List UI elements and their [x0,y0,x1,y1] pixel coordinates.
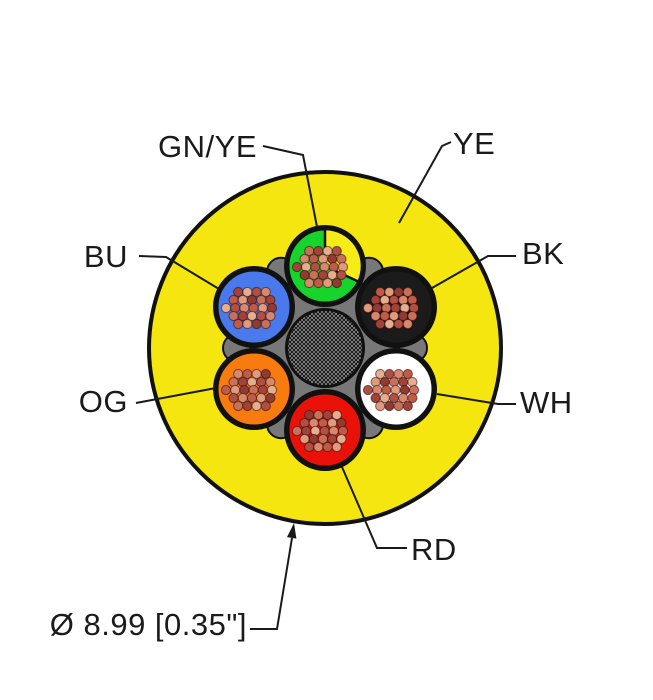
conductor-og [215,350,293,428]
copper-strand [362,384,374,396]
copper-strand [260,400,271,412]
label-wh: WH [520,385,573,420]
leader-lines [135,141,516,630]
copper-strand [402,286,413,298]
copper-strand [304,277,315,289]
copper-strand [402,400,413,412]
copper-strand [322,277,333,289]
copper-strands [220,286,278,330]
copper-strand [362,302,374,314]
leader-line-bk [431,255,516,289]
label-ye: YE [453,126,496,161]
copper-strands [362,368,420,412]
copper-strand [331,409,342,421]
copper-strand [251,318,262,330]
copper-strand [233,400,244,412]
label-gnye: GN/YE [158,129,257,164]
dimension-arrowhead [287,523,297,539]
copper-strand [291,425,303,437]
copper-strand [291,261,303,273]
copper-strand [336,269,347,281]
copper-strand [384,400,395,412]
copper-strand [375,318,386,330]
copper-strand [220,384,232,396]
copper-strands [291,409,349,453]
label-rd: RD [411,532,457,567]
leader-line-gnye [262,145,318,228]
leader-line-og [135,387,217,404]
copper-strand [220,302,232,314]
label-bk: BK [522,236,565,271]
copper-strand [331,245,342,257]
copper-strand [407,310,418,322]
copper-strand [331,441,342,453]
braid-filler [285,308,365,388]
conductor-bk [357,268,435,346]
leader-line-bu [138,255,220,290]
copper-strands [220,368,278,412]
copper-strand [313,441,324,453]
copper-strand [402,368,413,380]
conductor-rd [286,391,364,469]
label-diameter: Ø 8.99 [0.35"] [49,607,247,642]
copper-strand [393,400,404,412]
copper-strand [260,368,271,380]
copper-strand [393,318,404,330]
leader-line-ye [398,141,452,224]
copper-strand [402,318,413,330]
copper-strand [375,400,386,412]
copper-strand [322,441,333,453]
copper-strand [242,318,253,330]
copper-strand [265,392,276,404]
label-og: OG [78,384,128,419]
conductor-wh [357,350,435,428]
copper-strand [384,318,395,330]
copper-strand [260,318,271,330]
copper-strand [407,392,418,404]
copper-strand [331,277,342,289]
conductor-gnye [286,227,364,305]
copper-strand [336,433,347,445]
copper-strand [313,277,324,289]
dimension-leader-line [250,537,293,630]
copper-strand [265,310,276,322]
copper-strands [291,245,349,289]
copper-strand [260,286,271,298]
label-bu: BU [83,239,128,274]
copper-strand [233,318,244,330]
leader-line-wh [436,393,516,405]
leader-line-rd [341,466,407,549]
copper-strand [251,400,262,412]
copper-strand [242,400,253,412]
conductor-bu [215,268,293,346]
copper-strand [304,441,315,453]
copper-strands [362,286,420,330]
